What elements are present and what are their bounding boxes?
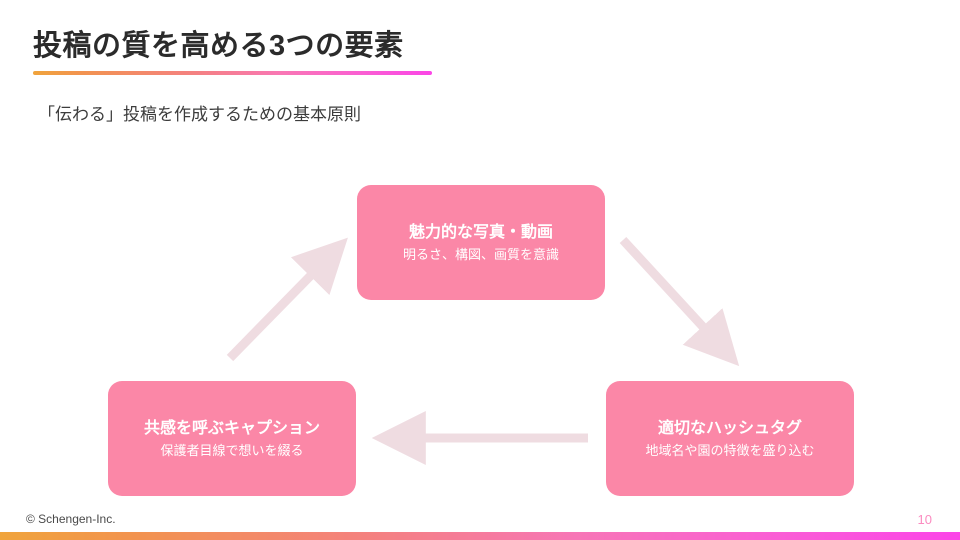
arrow-photo-to-hashtag xyxy=(619,236,740,367)
diagram-node-caption-title: 共感を呼ぶキャプション xyxy=(143,419,320,437)
diagram-node-caption-desc: 保護者目線で想いを綴る xyxy=(160,442,304,458)
diagram-node-caption[interactable]: 共感を呼ぶキャプション 保護者目線で想いを綴る xyxy=(108,381,356,496)
diagram-node-hashtag-title: 適切なハッシュタグ xyxy=(657,419,802,437)
footer-accent-bar xyxy=(0,532,960,540)
page-subtitle: 「伝わる」投稿を作成するための基本原則 xyxy=(38,105,361,124)
page-number: 10 xyxy=(917,512,932,527)
diagram-node-photo-title: 魅力的な写真・動画 xyxy=(408,223,553,241)
footer-copyright: © Schengen-Inc. xyxy=(26,512,116,526)
page-title: 投稿の質を高める3つの要素 xyxy=(33,30,404,62)
diagram-node-photo[interactable]: 魅力的な写真・動画 明るさ、構図、画質を意識 xyxy=(357,185,605,300)
diagram-node-photo-desc: 明るさ、構図、画質を意識 xyxy=(402,246,559,262)
diagram-node-hashtag-desc: 地域名や園の特徴を盛り込む xyxy=(645,442,815,458)
diagram-node-hashtag[interactable]: 適切なハッシュタグ 地域名や園の特徴を盛り込む xyxy=(606,381,854,496)
arrow-caption-to-photo xyxy=(226,237,348,362)
title-accent-bar xyxy=(33,71,432,75)
